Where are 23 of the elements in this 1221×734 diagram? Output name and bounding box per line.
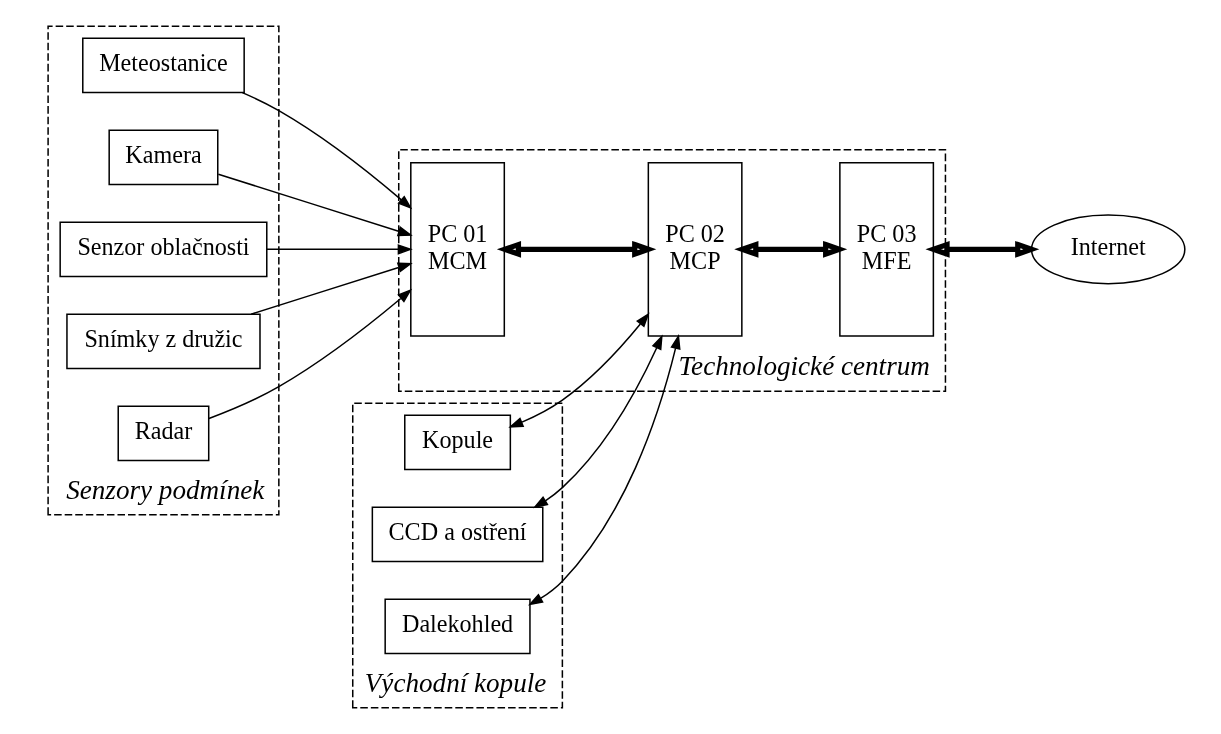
arrow: [266, 244, 413, 255]
arrow: [241, 91, 413, 210]
arrow: [496, 240, 657, 258]
node-box: Radar: [117, 405, 210, 462]
node-box: Kamera: [108, 129, 219, 186]
node-box: PC 03 MFE: [839, 161, 935, 337]
node-box: CCD a ostření: [371, 506, 544, 563]
node-box: Dalekohled: [384, 598, 531, 655]
arrow: [734, 240, 848, 258]
node-ellipse: Internet: [1030, 214, 1186, 285]
node-box: Meteostanice: [82, 37, 245, 94]
arrow: [250, 262, 413, 315]
node-box: Senzor oblačnosti: [59, 221, 268, 278]
arrow: [508, 312, 650, 428]
arrow: [208, 288, 413, 420]
arrow: [527, 334, 681, 606]
arrow: [217, 173, 413, 237]
node-box: Kopule: [404, 414, 512, 471]
arrow: [532, 334, 663, 509]
node-box: PC 02 MCP: [647, 161, 743, 337]
node-box: PC 01 MCM: [410, 161, 506, 337]
arrow: [925, 240, 1040, 258]
node-box: Snímky z družic: [66, 313, 261, 370]
